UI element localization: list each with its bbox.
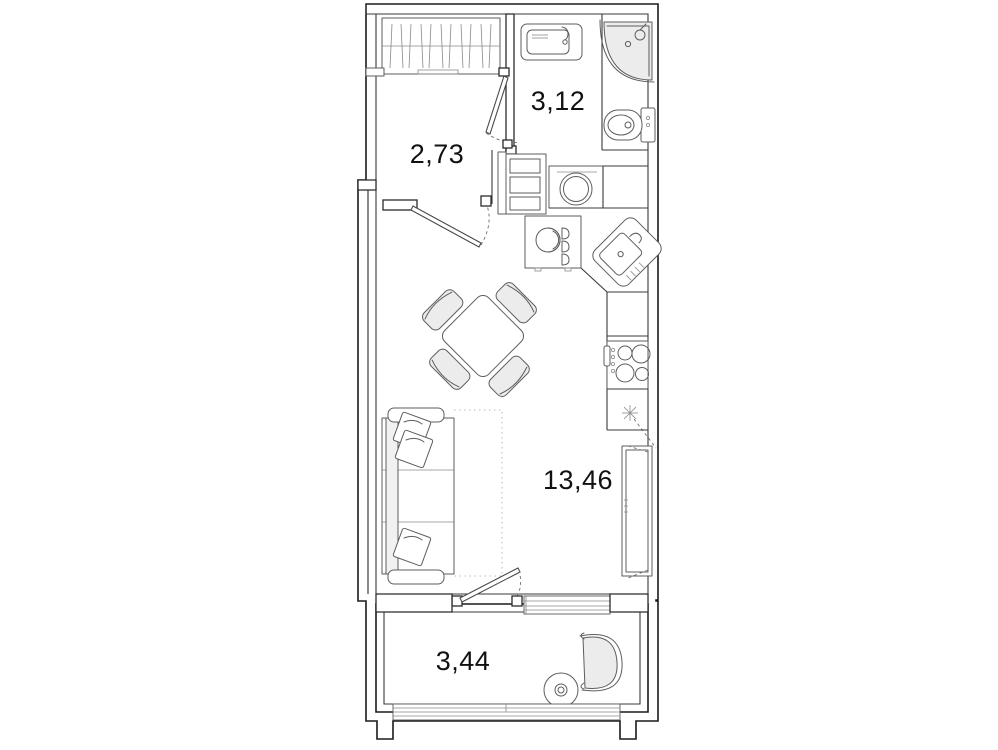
kitchen-zone [497, 151, 662, 449]
corner-shower-fixture [599, 19, 655, 83]
area-label-living-kitchen: 13,46 [543, 465, 613, 495]
entry-door[interactable] [382, 195, 492, 248]
room-hallway [365, 17, 521, 248]
wardrobe-hallway [365, 17, 501, 77]
dining-chair [495, 282, 537, 324]
dish-rack-unit [524, 215, 582, 272]
tall-wardrobe [621, 445, 653, 579]
dining-chair [488, 355, 530, 397]
balcony-door[interactable] [451, 567, 523, 607]
toilet-fixture [603, 107, 656, 143]
sofa [381, 407, 503, 585]
cooktop-hob [603, 340, 651, 390]
room-bathroom [505, 13, 656, 155]
washing-machine [548, 165, 604, 209]
sofa-cushion [392, 527, 432, 567]
room-balcony [392, 632, 623, 721]
kitchen-shelving-unit [497, 151, 547, 215]
sofa-cushion [392, 411, 434, 469]
area-label-hallway: 2,73 [410, 139, 465, 169]
washbasin-fixture [520, 23, 583, 61]
kitchen-sink [592, 217, 662, 287]
living-balcony-glazing [523, 595, 611, 615]
balcony-armchair [579, 632, 623, 692]
radiator-symbol [622, 405, 657, 449]
balcony-glazing [392, 703, 621, 721]
dining-set [422, 282, 537, 397]
dining-chair [422, 289, 464, 331]
area-label-bathroom: 3,12 [531, 86, 586, 116]
bathroom-door[interactable] [485, 67, 521, 149]
balcony-side-table [543, 672, 579, 708]
dining-chair [429, 348, 471, 390]
dining-table [441, 294, 525, 378]
area-labels: 3,12 2,73 13,46 3,44 [410, 86, 613, 676]
area-label-balcony: 3,44 [436, 646, 491, 676]
